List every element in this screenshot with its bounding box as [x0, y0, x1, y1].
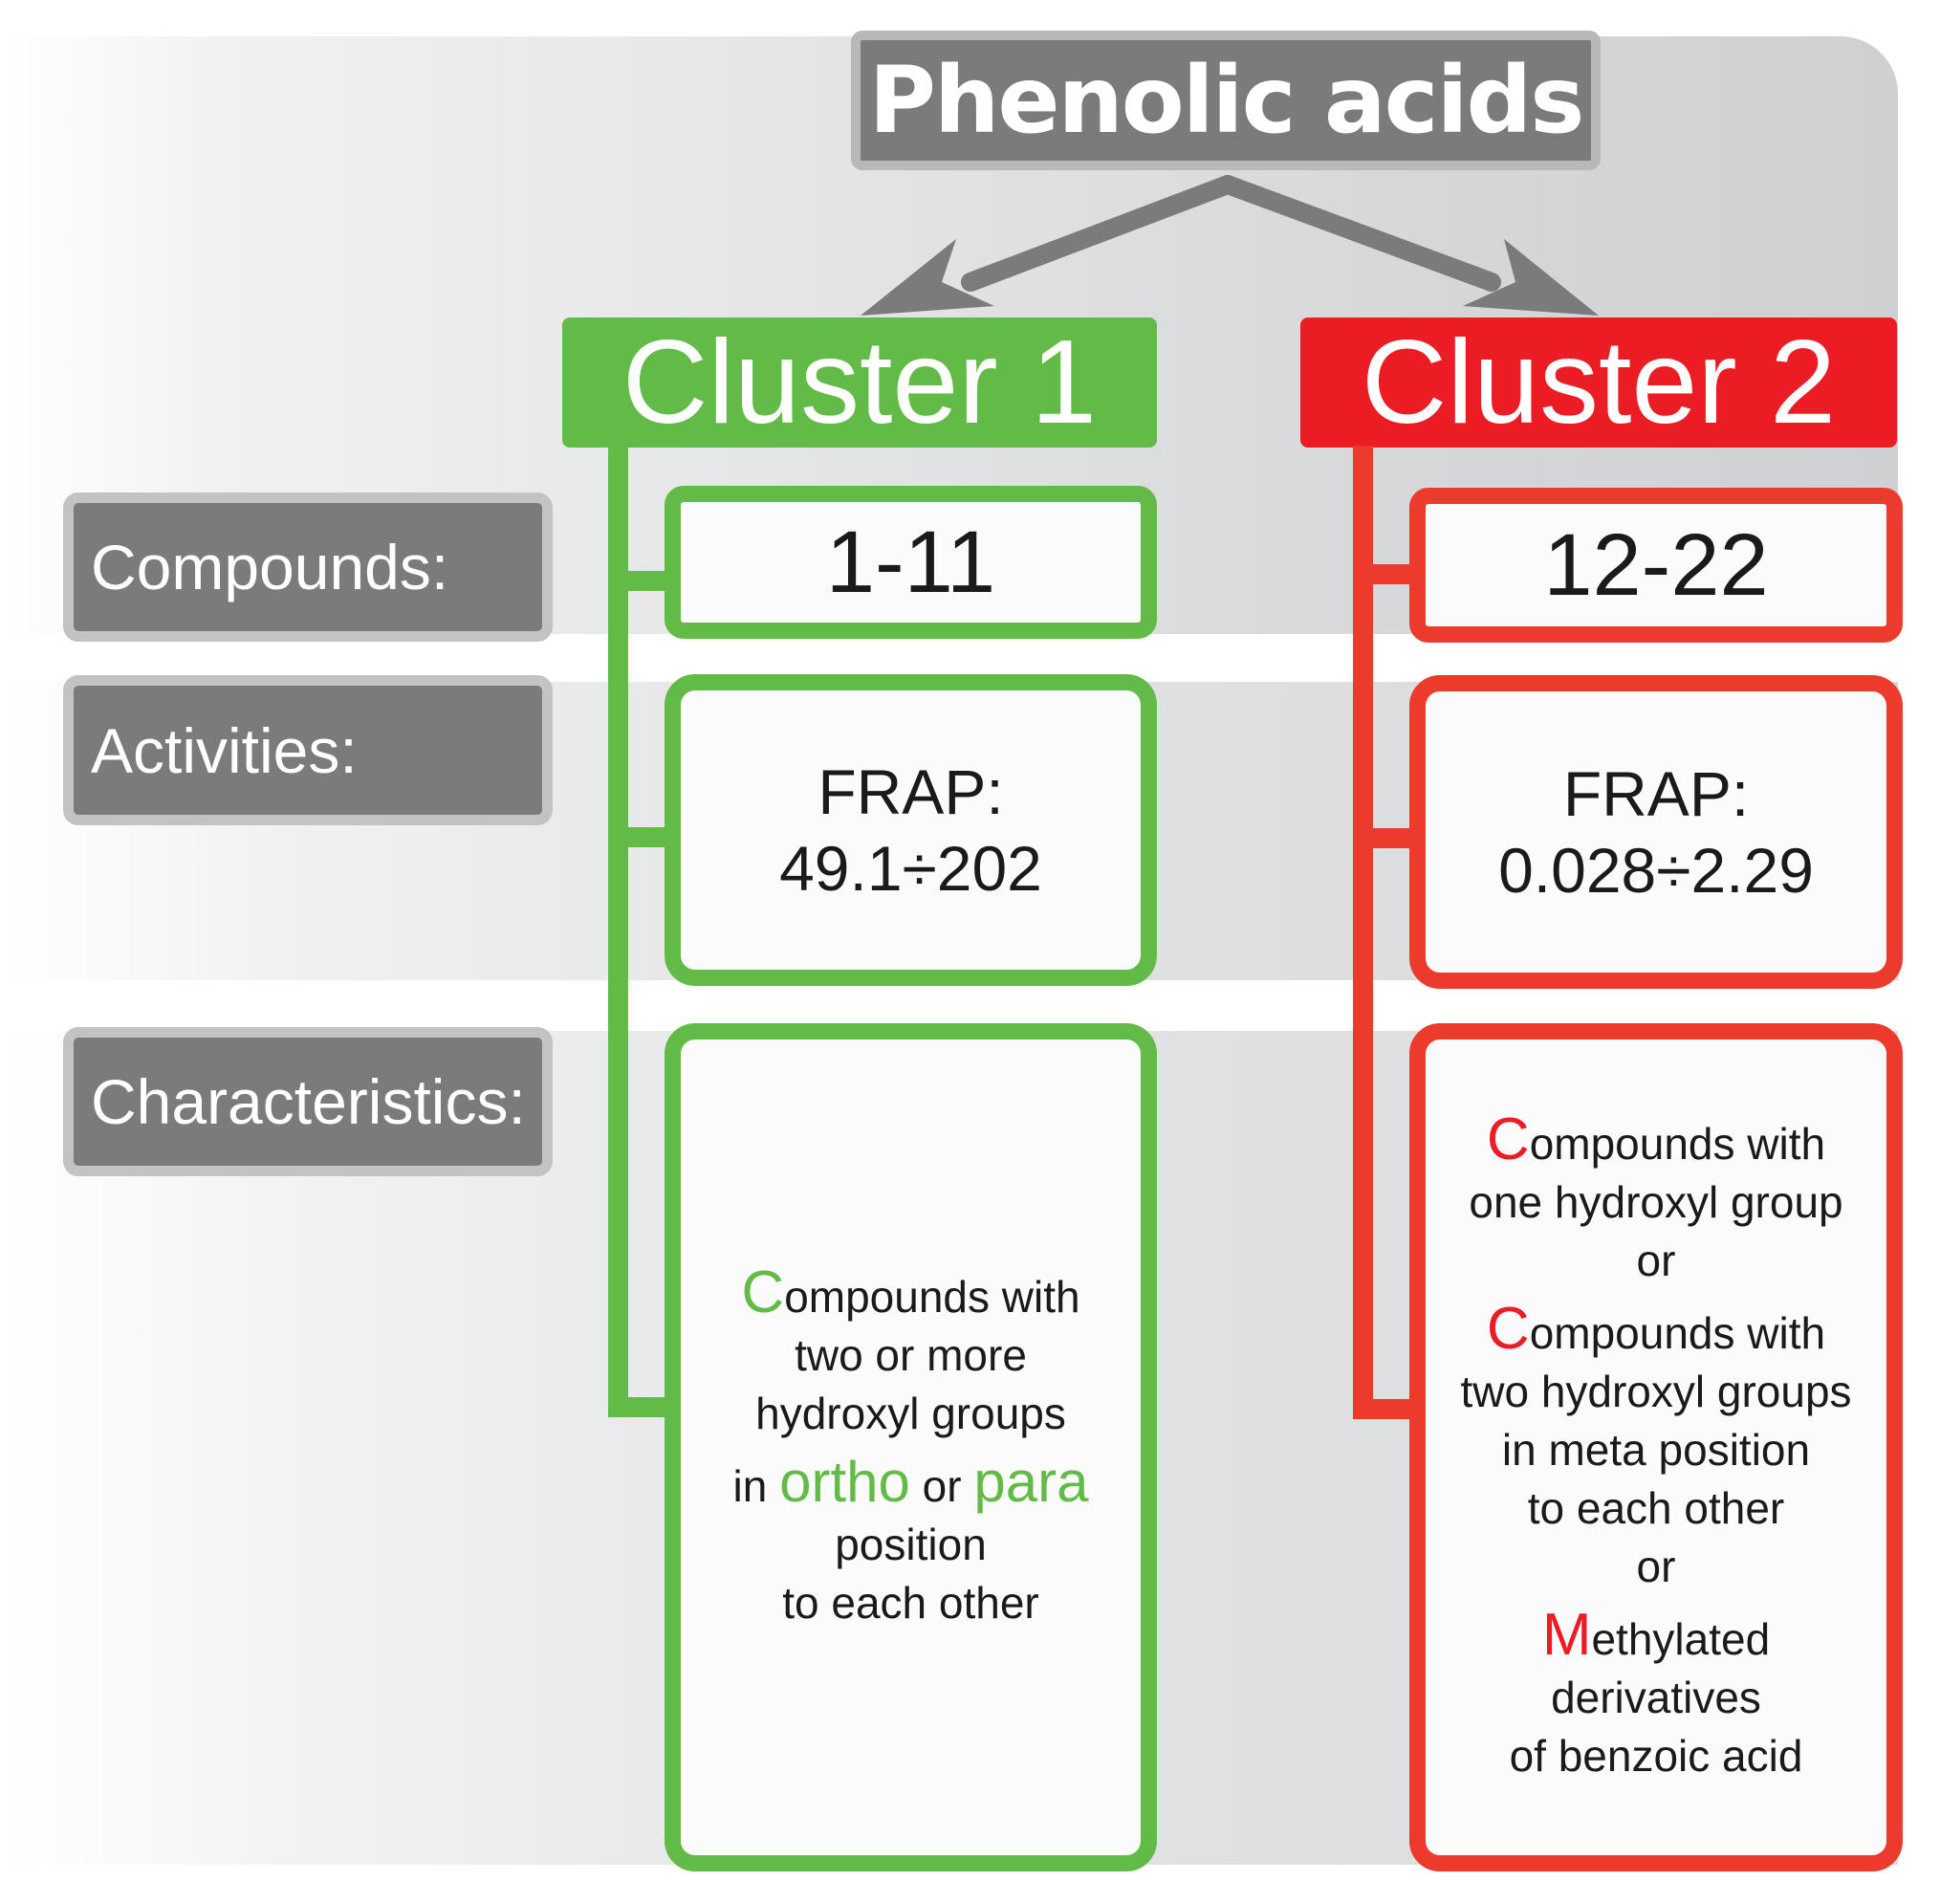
cluster2-char-initial-2: C	[1486, 1295, 1530, 1362]
row-label-compounds: Compounds:	[63, 492, 553, 642]
cluster2-activities-box: FRAP: 0.028÷2.29	[1409, 675, 1903, 989]
cluster1-branch-characteristics	[608, 1397, 665, 1417]
cluster1-char-line1-text: ompounds with	[784, 1271, 1080, 1322]
cluster2-char-line5: two hydroxyl groups	[1460, 1366, 1852, 1416]
cluster2-char-line2: one hydroxyl group	[1469, 1176, 1843, 1227]
cluster2-char-line4: Compounds with	[1487, 1299, 1826, 1363]
cluster2-branch-characteristics	[1353, 1399, 1410, 1419]
cluster2-compounds-value: 12-22	[1543, 515, 1769, 614]
cluster1-char-line2: two or more	[795, 1329, 1027, 1380]
cluster2-char-line4-text: ompounds with	[1529, 1307, 1826, 1358]
cluster2-char-line1: Compounds with	[1487, 1109, 1826, 1173]
cluster2-header: Cluster 2	[1300, 317, 1897, 449]
cluster2-char-line6: in meta position	[1501, 1424, 1811, 1475]
cluster1-char-initial: C	[741, 1258, 785, 1325]
cluster2-char-line9: Methylated	[1542, 1605, 1771, 1669]
cluster2-frap-label: FRAP:	[1562, 758, 1750, 829]
cluster2-compounds-box: 12-22	[1409, 488, 1903, 643]
arrow-head-cluster2	[1463, 239, 1599, 316]
cluster2-char-line9-text: ethylated	[1591, 1613, 1771, 1664]
cluster1-activities-box: FRAP: 49.1÷202	[665, 674, 1157, 986]
cluster1-characteristics-box: Compounds with two or more hydroxyl grou…	[665, 1023, 1157, 1871]
cluster1-char-ortho: ortho	[779, 1449, 910, 1514]
cluster2-char-initial-1: C	[1486, 1105, 1530, 1172]
arrow-to-cluster1	[961, 175, 1237, 292]
row-label-activities: Activities:	[63, 675, 553, 825]
cluster2-branch-activities	[1353, 828, 1410, 848]
arrow-to-cluster2	[1218, 175, 1501, 292]
row-label-characteristics: Characteristics:	[63, 1027, 553, 1176]
cluster1-char-line1: Compounds with	[741, 1262, 1080, 1326]
cluster1-branch-activities	[608, 827, 665, 847]
cluster1-char-line6: to each other	[782, 1577, 1039, 1628]
cluster2-char-line8: or	[1636, 1541, 1676, 1591]
cluster2-characteristics-box: Compounds with one hydroxyl group or Com…	[1409, 1023, 1903, 1871]
cluster1-char-line4: in ortho or para	[733, 1453, 1089, 1516]
cluster2-char-initial-3: M	[1541, 1601, 1592, 1668]
page-title: Phenolic acids	[851, 31, 1601, 170]
cluster2-frap-range: 0.028÷2.29	[1498, 835, 1814, 906]
cluster1-char-or: or	[922, 1460, 962, 1511]
cluster1-header: Cluster 1	[562, 317, 1157, 449]
arrow-head-cluster1	[861, 239, 994, 316]
cluster2-char-line10: derivatives	[1551, 1672, 1761, 1722]
cluster2-char-line7: to each other	[1527, 1482, 1785, 1533]
cluster1-char-line5: position	[835, 1519, 987, 1569]
cluster1-compounds-box: 1-11	[665, 486, 1157, 639]
cluster2-trunk	[1353, 446, 1373, 1419]
cluster1-compounds-value: 1-11	[825, 513, 996, 611]
cluster2-char-line3: or	[1636, 1235, 1676, 1285]
cluster1-trunk	[608, 446, 628, 1417]
cluster1-frap-range: 49.1÷202	[779, 833, 1042, 904]
cluster2-branch-compounds	[1353, 564, 1410, 584]
cluster1-branch-compounds	[608, 571, 665, 591]
cluster2-char-line11: of benzoic acid	[1509, 1730, 1803, 1781]
cluster1-frap-label: FRAP:	[817, 756, 1004, 827]
cluster2-char-line1-text: ompounds with	[1529, 1118, 1826, 1169]
cluster1-char-line3: hydroxyl groups	[755, 1388, 1066, 1438]
cluster1-char-in: in	[732, 1460, 768, 1511]
cluster1-char-para: para	[973, 1449, 1089, 1514]
